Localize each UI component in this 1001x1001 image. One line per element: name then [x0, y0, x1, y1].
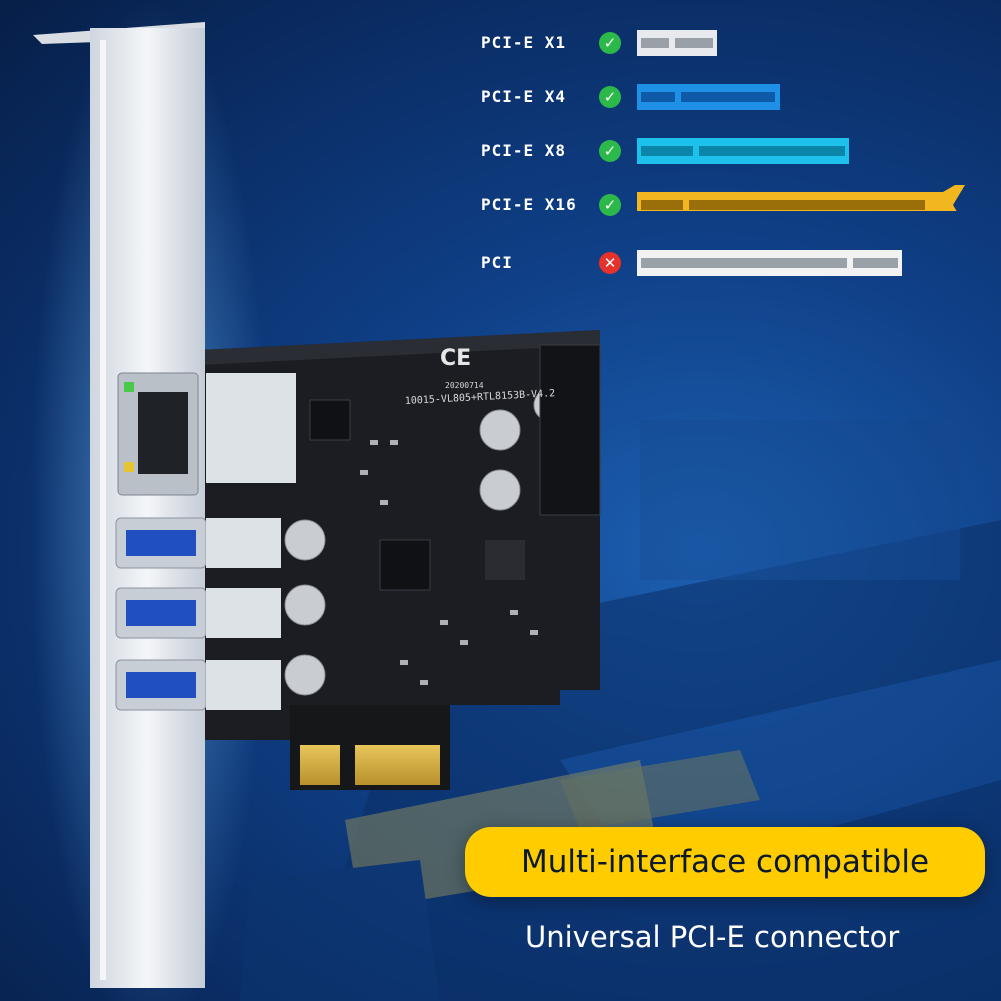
compat-row-pci: PCI ✕: [0, 248, 1001, 278]
slot-label: PCI-E X16: [481, 195, 577, 214]
headline-banner: Multi-interface compatible: [465, 827, 985, 897]
usb3-port-1: [115, 517, 281, 569]
rj45-ethernet-port: [117, 372, 199, 496]
usb3-port-3: [115, 659, 281, 711]
headline-text: Multi-interface compatible: [520, 844, 930, 880]
pcb-board: CE 20200714 10015-VL805+RTL8153B-V4.2: [200, 330, 601, 790]
slot-compatibility-table: PCI-E X1 ✓ PCI-E X4 ✓ PCI-E X8 ✓ PCI-E X…: [0, 0, 1001, 300]
pci-slot-graphic: [637, 250, 902, 276]
ce-mark: CE: [440, 346, 471, 371]
slot-label: PCI-E X4: [481, 87, 567, 106]
compat-row-x4: PCI-E X4 ✓: [0, 82, 1001, 112]
subline-text: Universal PCI-E connector: [525, 920, 900, 954]
cross-icon: ✕: [599, 252, 621, 274]
pcie-x4-slot-graphic: [637, 84, 780, 110]
metal-bracket: [33, 22, 205, 988]
sata-power-connector: [539, 344, 601, 516]
ethernet-chip: [309, 399, 351, 441]
slot-label: PCI-E X8: [481, 141, 567, 160]
check-icon: ✓: [599, 140, 621, 162]
pcie-x1-slot-graphic: [637, 30, 717, 56]
compat-row-x8: PCI-E X8 ✓: [0, 136, 1001, 166]
check-icon: ✓: [599, 86, 621, 108]
pcie-x1-edge-connector: [300, 745, 440, 785]
controller-chip: [379, 539, 431, 591]
check-icon: ✓: [599, 32, 621, 54]
slot-label: PCI: [481, 253, 513, 272]
pcie-x16-slot-graphic: [637, 185, 965, 211]
date-code: 20200714: [445, 381, 484, 390]
compat-row-x1: PCI-E X1 ✓: [0, 28, 1001, 58]
check-icon: ✓: [599, 194, 621, 216]
usb3-port-2: [115, 587, 281, 639]
compat-row-x16: PCI-E X16 ✓: [0, 185, 1001, 220]
slot-label: PCI-E X1: [481, 33, 567, 52]
pcie-x8-slot-graphic: [637, 138, 849, 164]
rj45-housing: [206, 373, 296, 483]
